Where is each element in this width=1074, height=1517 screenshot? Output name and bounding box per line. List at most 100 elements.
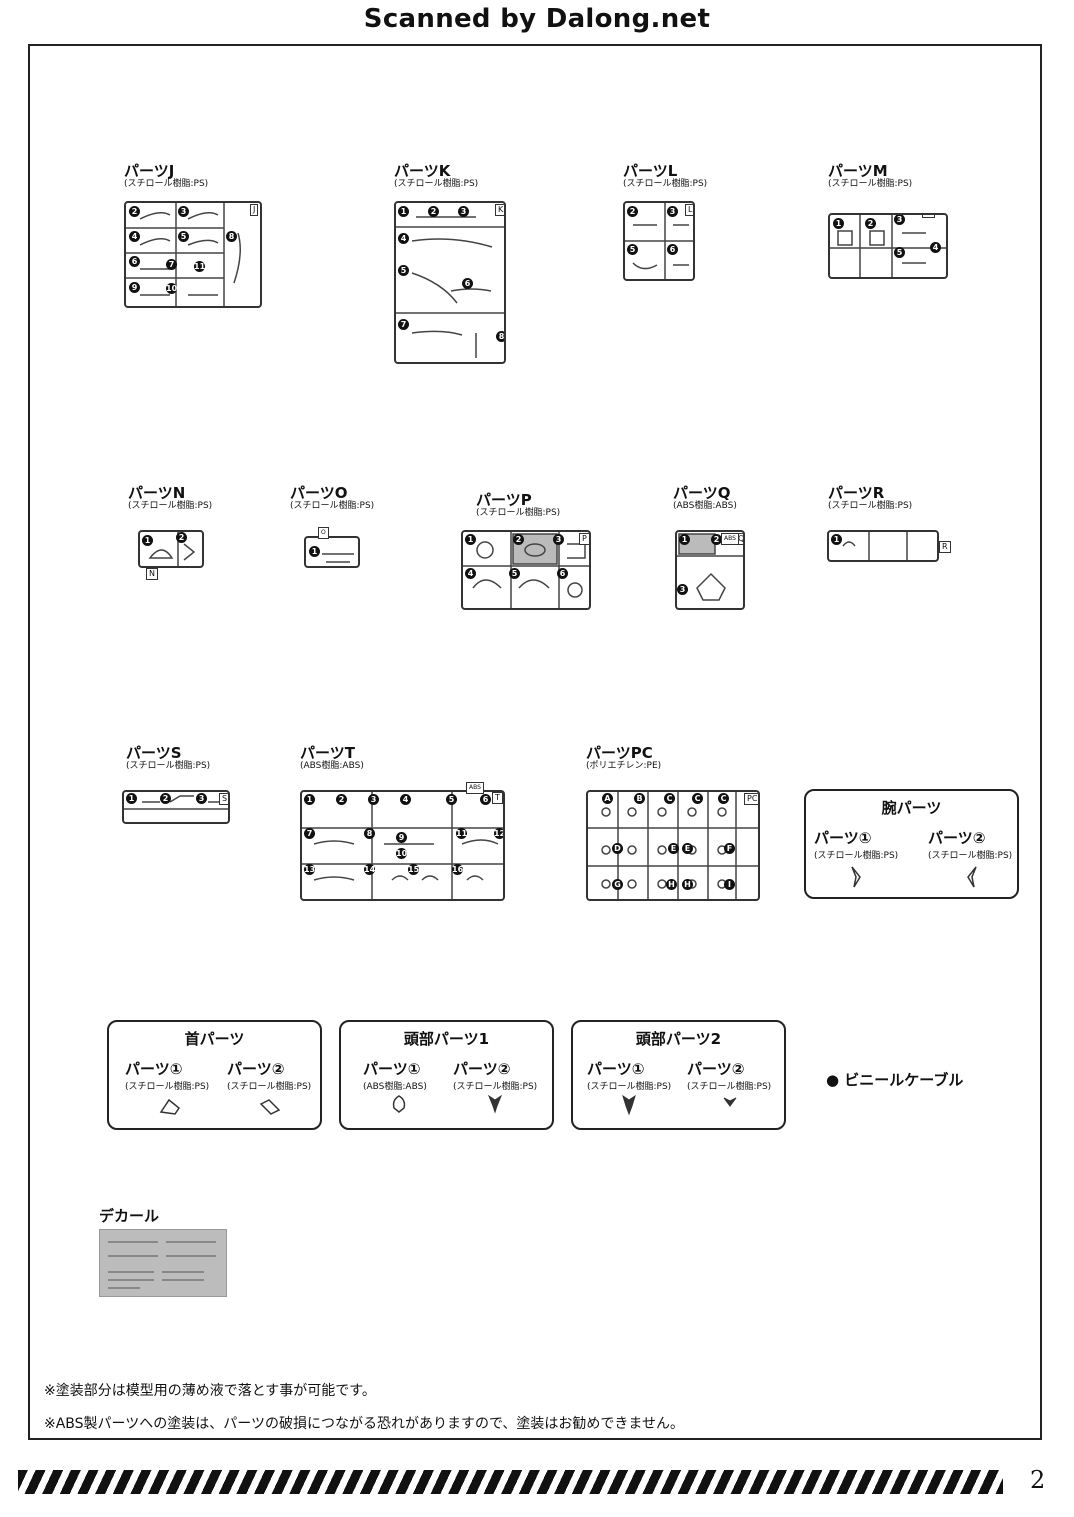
part-number: 8	[364, 828, 375, 839]
part-number: 11	[456, 828, 468, 839]
part-number: 1	[465, 534, 476, 545]
page-number: 2	[1030, 1466, 1046, 1494]
runner-n: 1 2	[138, 530, 204, 568]
abs-marker: ABS	[466, 782, 484, 794]
neck-parts-box: 首パーツ パーツ① (スチロール樹脂:PS) パーツ② (スチロール樹脂:PS)	[107, 1020, 322, 1130]
part-number: 9	[129, 282, 140, 293]
runner-r-material: (スチロール樹脂:PS)	[828, 501, 913, 511]
neck-part-1-material: (スチロール樹脂:PS)	[125, 1082, 210, 1092]
neck-part-1: パーツ① (スチロール樹脂:PS)	[125, 1058, 209, 1092]
part-number: 2	[428, 206, 439, 217]
arm-part-2-drawing	[967, 866, 977, 888]
runner-l-material: (スチロール樹脂:PS)	[623, 179, 708, 189]
part-number: 7	[398, 319, 409, 330]
part-number: 2	[129, 206, 140, 217]
arm-part-2-material: (スチロール樹脂:PS)	[928, 851, 1013, 861]
part-number: 5	[894, 247, 905, 258]
runner-s-title: パーツS	[126, 744, 182, 762]
part-number: 1	[398, 206, 409, 217]
runner-letter: PC	[744, 793, 758, 805]
head2-part-1-label: パーツ①	[587, 1060, 645, 1078]
part-number: 5	[178, 231, 189, 242]
part-number: 16	[452, 864, 464, 875]
arm-part-1: パーツ① (スチロール樹脂:PS)	[814, 827, 898, 861]
part-number: 15	[408, 864, 420, 875]
arm-part-1-material: (スチロール樹脂:PS)	[814, 851, 899, 861]
part-number: G	[612, 879, 623, 890]
runner-letter: N	[146, 568, 158, 580]
decal-sheet-marks	[108, 1241, 216, 1289]
part-number: 3	[667, 206, 678, 217]
head-parts-2-title: 頭部パーツ2	[635, 1030, 722, 1048]
part-number: 6	[129, 256, 140, 267]
arm-parts-title: 腕パーツ	[881, 799, 942, 817]
page-frame	[28, 44, 1042, 1440]
arm-part-2-label: パーツ②	[928, 829, 986, 847]
runner-q-material: (ABS樹脂:ABS)	[673, 501, 737, 511]
runner-m-material: (スチロール樹脂:PS)	[828, 179, 913, 189]
part-number: F	[724, 843, 735, 854]
runner-letter: S	[219, 793, 228, 805]
head2-part-1-material: (スチロール樹脂:PS)	[587, 1082, 672, 1092]
part-number: 6	[480, 794, 491, 805]
part-number: 5	[446, 794, 457, 805]
head1-part-1-material: (ABS樹脂:ABS)	[363, 1082, 427, 1092]
head2-part-1: パーツ① (スチロール樹脂:PS)	[587, 1058, 671, 1092]
part-number: 1	[126, 793, 137, 804]
runner-s-frame	[124, 795, 228, 810]
runner-k: 1 2 3 4 5 6 7 8 K	[394, 201, 506, 364]
runner-l-title: パーツL	[623, 162, 678, 180]
head1-part-1: パーツ① (ABS樹脂:ABS)	[363, 1058, 427, 1092]
part-number: 9	[396, 832, 407, 843]
part-number: 11	[194, 261, 206, 272]
part-number: 8	[496, 331, 504, 342]
runner-m-frame	[830, 215, 946, 277]
runner-pc-material: (ポリエチレン:PE)	[586, 761, 662, 771]
part-number: 4	[465, 568, 476, 579]
part-number: E	[682, 843, 693, 854]
runner-t: 1 2 3 4 5 6 7 8 9 10 11 12 13 14 15 16	[300, 790, 505, 901]
note-abs-painting: ※ABS製パーツへの塗装は、パーツの破損につながる恐れがありますので、塗装はお勧…	[44, 1416, 685, 1432]
part-number: 1	[304, 794, 315, 805]
runner-j-frame	[126, 203, 241, 306]
part-number: 4	[930, 242, 941, 253]
runner-pc: A B C C C D E E F G H H I PC	[586, 790, 760, 901]
runner-m: 1 2 3 4 5 M	[828, 213, 948, 279]
runner-j-material: (スチロール樹脂:PS)	[124, 179, 209, 189]
runner-n-title: パーツN	[128, 484, 186, 502]
part-number: C	[692, 793, 703, 804]
decal-label: デカール	[99, 1207, 160, 1225]
part-number: C	[664, 793, 675, 804]
part-number: 3	[677, 584, 688, 595]
part-number: 3	[458, 206, 469, 217]
runner-o-material: (スチロール樹脂:PS)	[290, 501, 375, 511]
neck-part-2-label: パーツ②	[227, 1060, 285, 1078]
runner-p-title: パーツP	[476, 491, 532, 509]
part-number: 4	[400, 794, 411, 805]
part-number: 1	[831, 534, 842, 545]
runner-letter: J	[250, 204, 259, 216]
runner-j-title: パーツJ	[124, 162, 175, 180]
runner-letter: M	[922, 215, 935, 218]
runner-k-material: (スチロール樹脂:PS)	[394, 179, 479, 189]
neck-part-2: パーツ② (スチロール樹脂:PS)	[227, 1058, 311, 1092]
part-number: 6	[462, 278, 473, 289]
part-number: 2	[160, 793, 171, 804]
part-number: 7	[166, 259, 177, 270]
runner-r-title: パーツR	[828, 484, 885, 502]
head2-part-2-drawing	[723, 1097, 737, 1107]
runner-j: 2 3 4 5 6 7 8 9 10 11 J	[124, 201, 262, 308]
runner-p-frame	[463, 532, 589, 608]
part-number: D	[612, 843, 623, 854]
runner-letter: K	[495, 204, 504, 216]
head-parts-1-title: 頭部パーツ1	[403, 1030, 490, 1048]
arm-parts-box: 腕パーツ パーツ① (スチロール樹脂:PS) パーツ② (スチロール樹脂:PS)	[804, 789, 1019, 899]
runner-p: 1 2 3 4 5 6 P	[461, 530, 591, 610]
runner-k-frame	[396, 216, 504, 358]
runner-o-title: パーツO	[290, 484, 348, 502]
part-number: 13	[304, 864, 316, 875]
runner-pc-title: パーツPC	[586, 744, 653, 762]
part-number: 4	[398, 233, 409, 244]
head1-part-1-label: パーツ①	[363, 1060, 421, 1078]
runner-k-title: パーツK	[394, 162, 451, 180]
